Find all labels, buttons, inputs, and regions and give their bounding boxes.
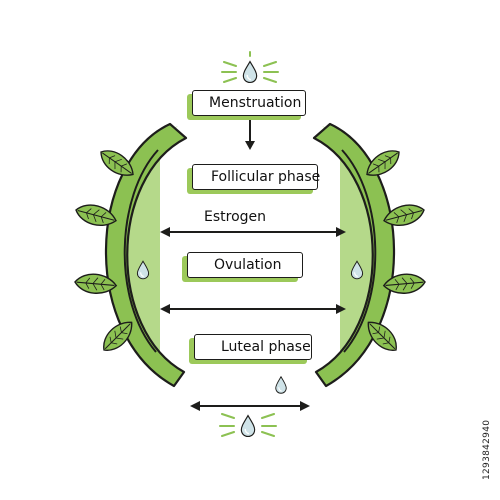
image-id-watermark: 1293842940	[482, 419, 492, 480]
double-arrow-icon	[160, 304, 346, 314]
drop-icon	[240, 414, 256, 438]
drop-icon	[275, 376, 287, 394]
menstruation-box: Menstruation	[192, 90, 306, 116]
follicular-phase-label: Follicular phase	[211, 169, 321, 185]
luteal-phase-label: Luteal phase	[221, 339, 311, 355]
left-arc-band	[104, 122, 188, 388]
estrogen-label: Estrogen	[204, 209, 267, 225]
bottom-drop-group	[219, 413, 277, 438]
follicular-phase-box: Follicular phase	[192, 164, 321, 190]
ovulation-box: Ovulation	[187, 252, 303, 278]
menstruation-label: Menstruation	[209, 95, 302, 111]
ovulation-label: Ovulation	[214, 257, 282, 273]
drop-icon	[242, 60, 258, 84]
right-arc-band	[312, 122, 396, 388]
double-arrow-icon	[190, 401, 310, 411]
double-arrow-icon	[160, 227, 346, 237]
luteal-phase-box: Luteal phase	[194, 334, 312, 360]
down-arrow-icon	[245, 114, 255, 150]
top-drop-group	[221, 51, 279, 84]
